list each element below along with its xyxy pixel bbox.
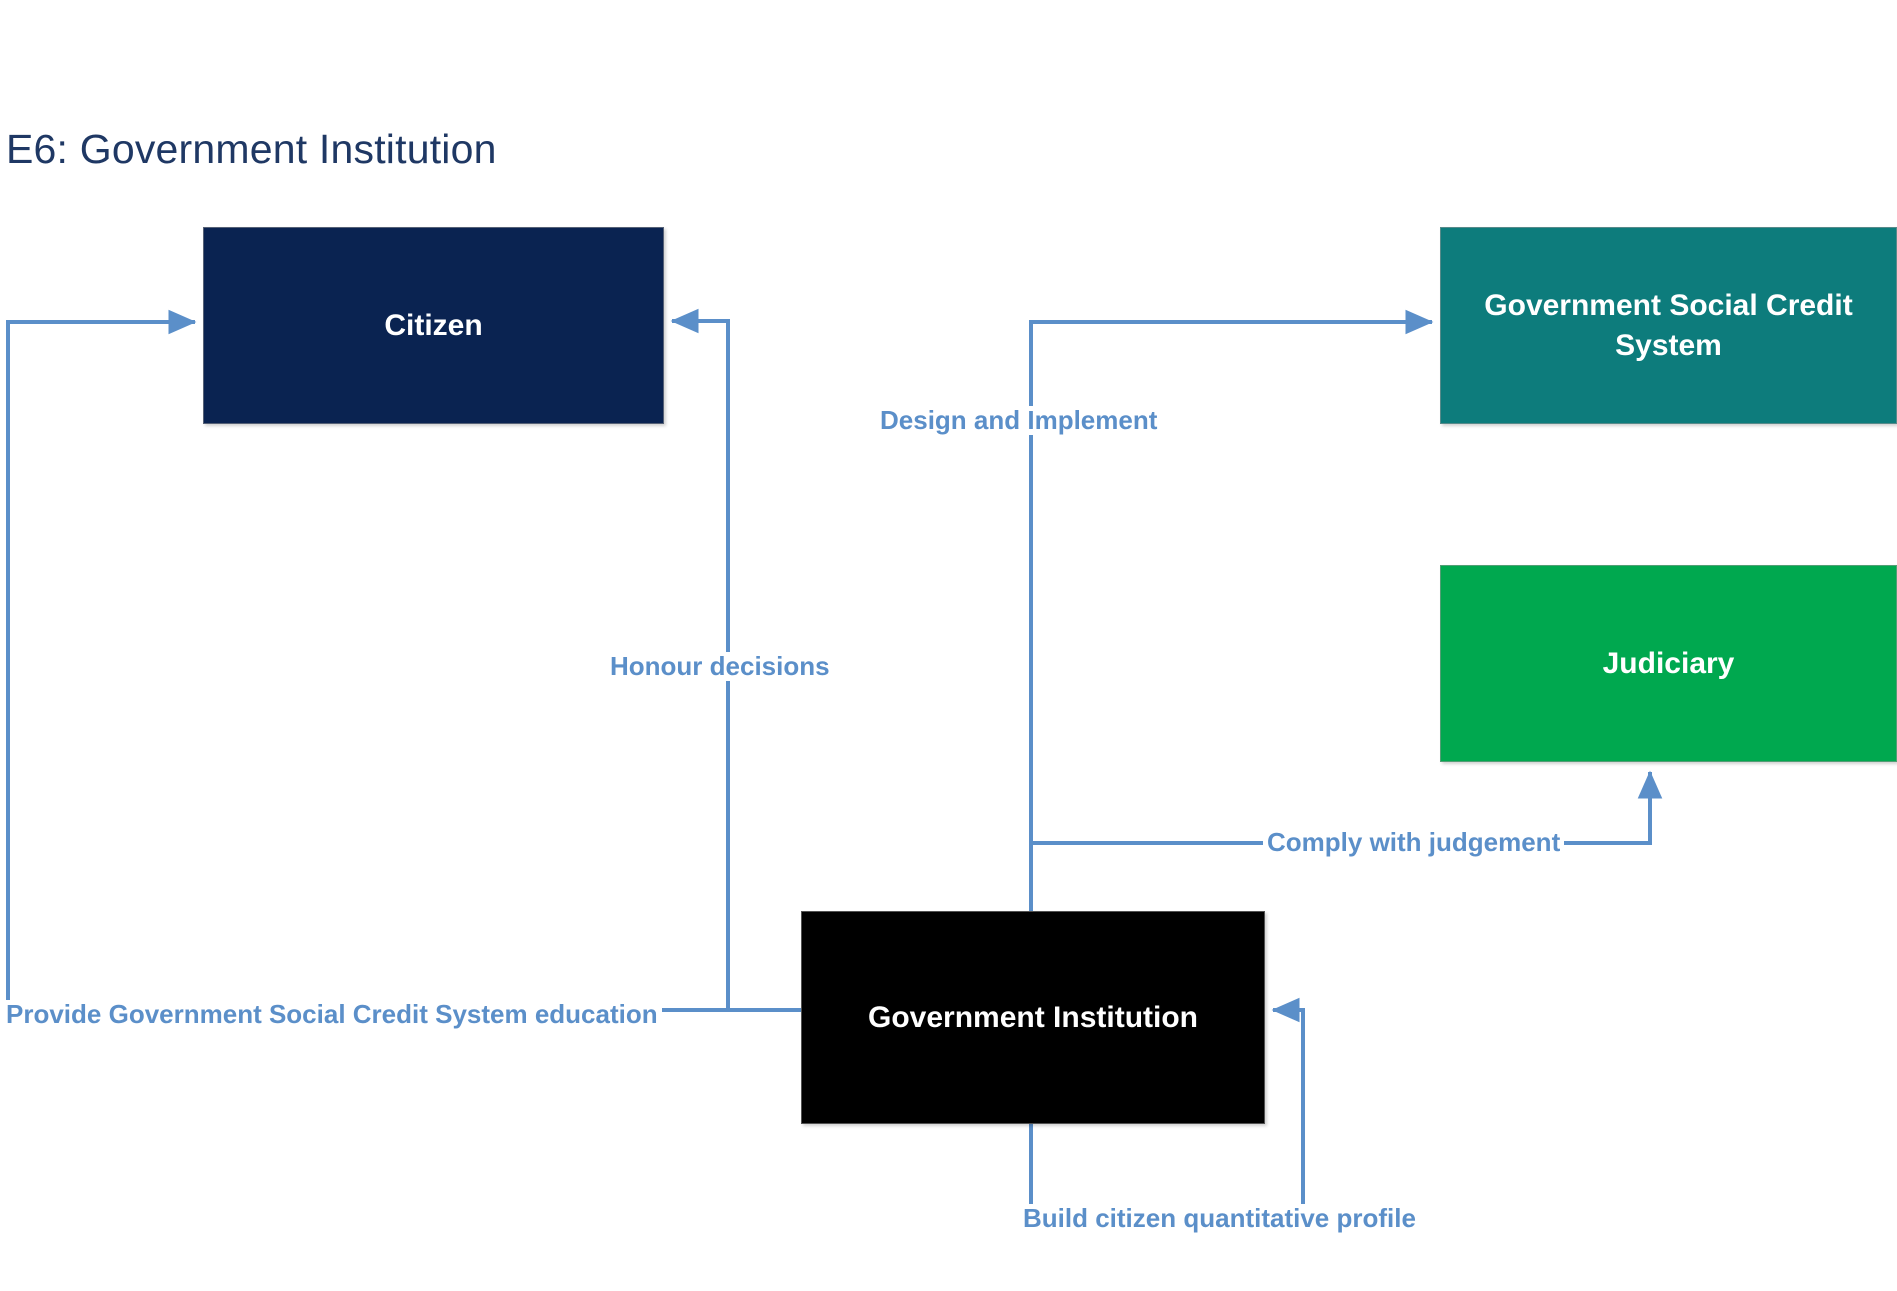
edge-comply-judgement bbox=[1031, 770, 1663, 845]
edge-honour-decisions bbox=[670, 308, 730, 1010]
edge-label-design-implement: Design and Implement bbox=[876, 406, 1162, 435]
edge-label-honour-decisions: Honour decisions bbox=[606, 652, 834, 681]
edge-design-implement bbox=[1029, 309, 1434, 911]
node-govinst-label: Government Institution bbox=[868, 1000, 1198, 1034]
edge-label-build-citizen-quantitative-profile: Build citizen quantitative profile bbox=[1019, 1204, 1420, 1233]
edge-label-provide-education: Provide Government Social Credit System … bbox=[2, 1000, 662, 1029]
node-government-social-credit-system[interactable]: Government Social Credit System bbox=[1440, 227, 1897, 424]
node-judiciary[interactable]: Judiciary bbox=[1440, 565, 1897, 762]
node-judiciary-label: Judiciary bbox=[1602, 646, 1735, 680]
node-government-institution[interactable]: Government Institution bbox=[801, 911, 1265, 1124]
node-gscs-label: Government Social Credit System bbox=[1484, 288, 1853, 362]
node-citizen-label: Citizen bbox=[384, 308, 483, 342]
edge-label-comply-with-judgement: Comply with judgement bbox=[1263, 828, 1565, 857]
page-title: E6: Government Institution bbox=[6, 126, 497, 172]
node-citizen[interactable]: Citizen bbox=[203, 227, 664, 424]
